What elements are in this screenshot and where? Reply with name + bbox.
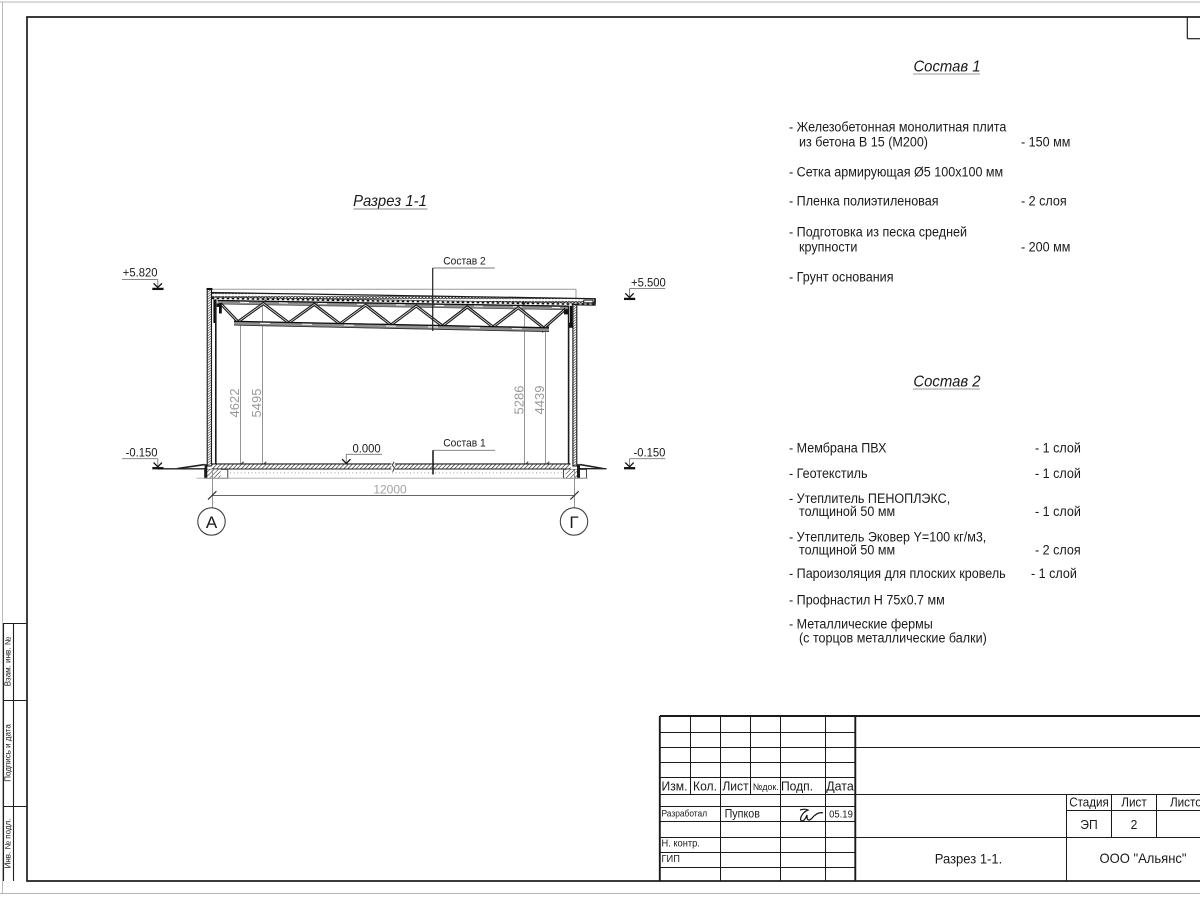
svg-text:-0.150: -0.150 bbox=[126, 446, 158, 460]
svg-text:А: А bbox=[206, 513, 218, 532]
svg-text:Состав 2: Состав 2 bbox=[443, 256, 485, 268]
svg-text:Состав 2: Состав 2 bbox=[913, 374, 980, 391]
svg-text:№док.: №док. bbox=[753, 782, 779, 793]
svg-text:- 200 мм: - 200 мм bbox=[1021, 240, 1070, 255]
svg-text:- 2 слоя: - 2 слоя bbox=[1035, 543, 1081, 558]
svg-text:- 2 слоя: - 2 слоя bbox=[1021, 194, 1067, 209]
svg-text:4622: 4622 bbox=[227, 389, 242, 418]
svg-text:- Железобетонная монолитная п: - Железобетонная монолитная плита bbox=[789, 120, 1007, 135]
svg-text:толщиной 50 мм: толщиной 50 мм bbox=[799, 504, 895, 519]
svg-text:- 1 слой: - 1 слой bbox=[1035, 441, 1081, 456]
svg-text:Лист: Лист bbox=[722, 779, 748, 794]
svg-text:- 1 слой: - 1 слой bbox=[1035, 466, 1081, 481]
svg-text:- Пленка полиэтиленовая: - Пленка полиэтиленовая bbox=[789, 194, 939, 209]
svg-text:из бетона В 15 (М200): из бетона В 15 (М200) bbox=[799, 135, 928, 150]
svg-text:2: 2 bbox=[1131, 817, 1138, 832]
svg-text:Разрез 1-1: Разрез 1-1 bbox=[353, 193, 427, 210]
svg-text:Дата: Дата bbox=[826, 779, 854, 794]
svg-text:ООО "Альянс": ООО "Альянс" bbox=[1099, 850, 1186, 866]
svg-text:ЭП: ЭП bbox=[1080, 817, 1097, 832]
svg-text:- 150 мм: - 150 мм bbox=[1021, 135, 1070, 150]
svg-text:Изм.: Изм. bbox=[662, 779, 688, 794]
svg-text:05.19: 05.19 bbox=[829, 810, 853, 821]
svg-text:+5.500: +5.500 bbox=[631, 275, 666, 289]
svg-text:ГИП: ГИП bbox=[662, 854, 680, 865]
svg-text:Лист: Лист bbox=[1121, 796, 1147, 810]
svg-text:- Утеплитель Эковер Y=100 кг/м: - Утеплитель Эковер Y=100 кг/м3, bbox=[789, 530, 986, 545]
svg-text:толщиной 50 мм: толщиной 50 мм bbox=[799, 543, 895, 558]
svg-text:Листов: Листов bbox=[1170, 796, 1200, 810]
svg-text:- Металлические фермы: - Металлические фермы bbox=[789, 617, 933, 632]
svg-text:- Профнастил Н 75х0.7 мм: - Профнастил Н 75х0.7 мм bbox=[789, 593, 945, 608]
svg-text:Подпись и дата: Подпись и дата bbox=[4, 724, 13, 782]
svg-text:Кол.: Кол. bbox=[693, 779, 717, 794]
svg-text:- 1 слой: - 1 слой bbox=[1035, 504, 1081, 519]
svg-text:Г: Г bbox=[569, 513, 578, 532]
svg-text:крупности: крупности bbox=[799, 240, 857, 255]
svg-text:- Геотекстиль: - Геотекстиль bbox=[789, 466, 868, 481]
svg-text:Разрез 1-1.: Разрез 1-1. bbox=[935, 851, 1003, 867]
svg-text:4439: 4439 bbox=[532, 386, 547, 415]
svg-text:0.000: 0.000 bbox=[353, 441, 382, 455]
svg-text:Подп.: Подп. bbox=[781, 779, 813, 794]
svg-text:Разработал: Разработал bbox=[662, 809, 708, 819]
svg-text:5495: 5495 bbox=[249, 389, 264, 418]
svg-text:Инв. № подл.: Инв. № подл. bbox=[4, 819, 13, 869]
svg-text:- Подготовка из песка средней: - Подготовка из песка средней bbox=[789, 225, 967, 240]
svg-text:- Пароизоляция для плоских кро: - Пароизоляция для плоских кровель bbox=[789, 566, 1006, 581]
svg-text:- 1 слой: - 1 слой bbox=[1031, 566, 1077, 581]
svg-text:- Утеплитель ПЕНОПЛЭКС,: - Утеплитель ПЕНОПЛЭКС, bbox=[789, 491, 950, 506]
svg-text:Взам. инв. №: Взам. инв. № bbox=[4, 636, 13, 686]
svg-text:Состав 1: Состав 1 bbox=[913, 59, 980, 76]
svg-text:(с торцов металлические балки): (с торцов металлические балки) bbox=[799, 631, 987, 646]
svg-text:12000: 12000 bbox=[373, 483, 407, 497]
svg-text:- Мембрана ПВХ: - Мембрана ПВХ bbox=[789, 441, 887, 456]
svg-text:- Грунт основания: - Грунт основания bbox=[789, 270, 894, 285]
svg-text:5286: 5286 bbox=[511, 386, 526, 415]
svg-text:- Сетка армирующая Ø5 100х100: - Сетка армирующая Ø5 100х100 мм bbox=[789, 165, 1003, 180]
svg-text:Пупков: Пупков bbox=[725, 809, 760, 821]
svg-text:+5.820: +5.820 bbox=[123, 266, 158, 280]
svg-text:Состав 1: Состав 1 bbox=[443, 437, 485, 449]
svg-text:-0.150: -0.150 bbox=[634, 446, 666, 460]
svg-text:Н. контр.: Н. контр. bbox=[662, 839, 700, 850]
svg-text:Стадия: Стадия bbox=[1069, 796, 1109, 810]
